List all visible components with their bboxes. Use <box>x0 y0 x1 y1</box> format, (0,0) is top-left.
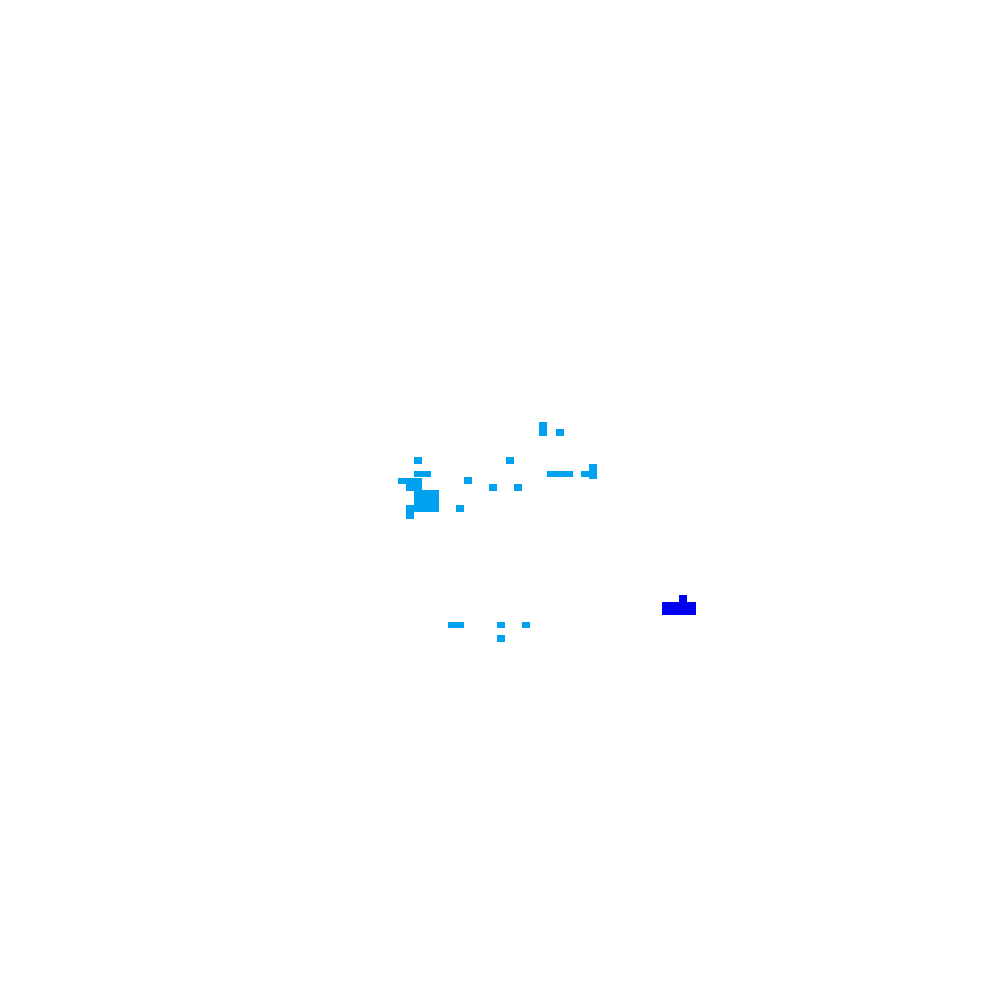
revealed-cell <box>398 478 408 484</box>
submarine-tower <box>679 595 687 602</box>
revealed-cell <box>414 490 439 512</box>
revealed-cell <box>414 457 422 464</box>
revealed-cell <box>522 622 530 628</box>
revealed-cell <box>497 635 505 642</box>
revealed-cell <box>406 478 422 491</box>
revealed-cell <box>497 622 505 628</box>
revealed-cell <box>556 429 564 436</box>
revealed-cell <box>547 471 573 477</box>
submarine-icon[interactable] <box>662 595 696 615</box>
revealed-cell <box>414 471 431 477</box>
revealed-cell <box>456 505 464 512</box>
revealed-cell <box>489 484 497 491</box>
revealed-cell <box>589 464 597 479</box>
submarine-hull <box>662 602 696 615</box>
revealed-cell <box>539 422 547 436</box>
revealed-cell <box>406 505 414 519</box>
revealed-cell <box>581 471 591 477</box>
revealed-cell <box>506 457 514 464</box>
revealed-cell <box>464 477 472 484</box>
revealed-cell <box>448 622 464 628</box>
revealed-cell <box>514 484 522 491</box>
